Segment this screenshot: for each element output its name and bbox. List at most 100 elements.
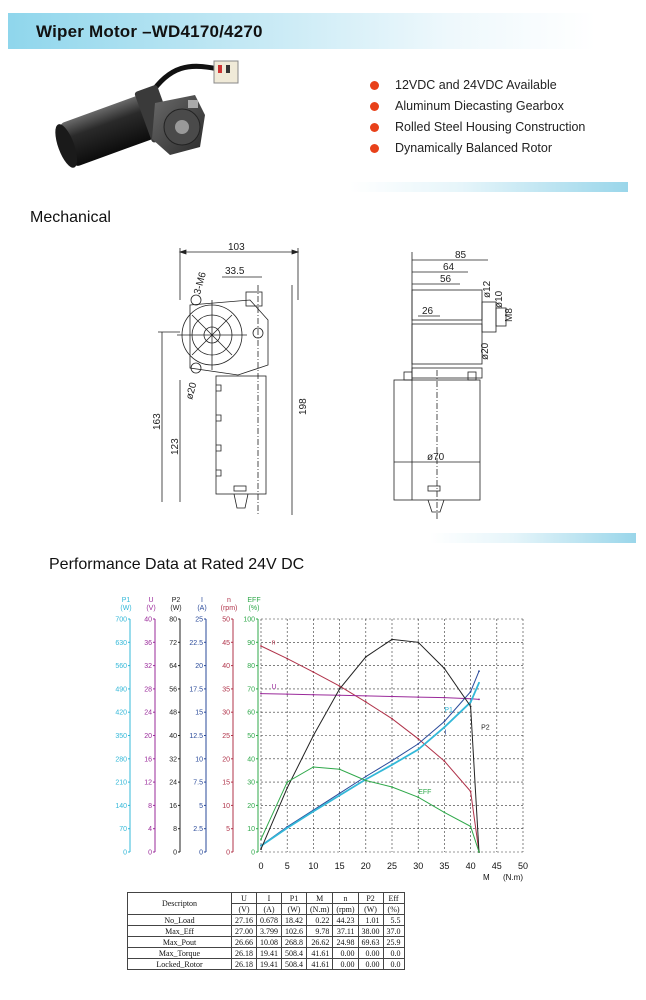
- y-tick-label: 0: [148, 850, 152, 857]
- y-tick-label: 2.5: [193, 826, 203, 833]
- x-tick-label: 5: [285, 861, 290, 871]
- performance-chart: P1(W)700630560490420350280210140700U(V)4…: [115, 597, 528, 882]
- column-header: U: [231, 892, 257, 904]
- feature-list: 12VDC and 24VDC Available Aluminum Dieca…: [370, 78, 585, 162]
- curve-label: U: [272, 684, 277, 691]
- data-point: [312, 734, 315, 737]
- y-tick-label: 15: [222, 780, 230, 787]
- column-header: Descripton: [127, 892, 232, 915]
- row-label: Max_Torque: [127, 947, 232, 959]
- data-point: [478, 670, 480, 673]
- y-tick-label: 24: [144, 710, 152, 717]
- bullet-icon: [370, 81, 379, 90]
- table-cell: 0.00: [332, 947, 359, 959]
- data-point: [478, 851, 480, 853]
- table-cell: 0.0: [382, 958, 405, 970]
- x-tick-label: 45: [492, 861, 502, 871]
- data-point: [260, 645, 262, 647]
- table-cell: 27.00: [231, 925, 257, 937]
- row-label: Locked_Rotor: [127, 958, 232, 970]
- front-view: 103 33.5 3-M6 ø20 163 123 198: [152, 242, 309, 515]
- y-tick-label: 40: [247, 756, 255, 763]
- curve-label: I: [444, 730, 446, 737]
- axis-name: U: [148, 597, 153, 604]
- y-tick-label: 48: [169, 710, 177, 717]
- y-tick-label: 17.5: [189, 686, 203, 693]
- data-point: [443, 667, 446, 670]
- title-banner: [8, 13, 596, 49]
- unit-cell: (rpm): [332, 903, 359, 915]
- data-point: [391, 786, 393, 788]
- y-tick-label: 64: [169, 663, 177, 670]
- dim-h2: 123: [170, 438, 181, 455]
- data-point: [443, 696, 446, 699]
- y-tick-label: 350: [115, 733, 127, 740]
- y-tick-label: 12: [144, 780, 152, 787]
- table-cell: 37.0: [382, 925, 405, 937]
- table-cell: 0.00: [332, 958, 359, 970]
- table-cell: 0.00: [357, 947, 384, 959]
- table-cell: 41.61: [305, 947, 334, 959]
- axis-name: I: [201, 597, 203, 604]
- x-tick-label: 35: [439, 861, 449, 871]
- y-tick-label: 0: [173, 850, 177, 857]
- data-point: [312, 693, 315, 696]
- table-cell: 268.8: [281, 936, 307, 948]
- page-title: Wiper Motor –WD4170/4270: [36, 22, 263, 41]
- data-point: [478, 698, 480, 701]
- series-line-i: [260, 671, 480, 846]
- table-cell: 102.6: [281, 925, 307, 937]
- x-tick-label: 0: [258, 861, 263, 871]
- y-tick-label: 36: [144, 640, 152, 647]
- table-cell: 27.16: [231, 914, 257, 926]
- table-cell: 508.4: [281, 958, 307, 970]
- mechanical-heading: Mechanical: [30, 209, 111, 226]
- data-point: [417, 743, 420, 745]
- data-point: [469, 825, 472, 828]
- unit-cell: (N.m): [305, 903, 334, 915]
- axis-name: P2: [172, 597, 181, 604]
- series-line-p2: [260, 638, 480, 853]
- feature-item: Dynamically Balanced Rotor: [370, 141, 585, 162]
- column-header: n: [332, 892, 359, 904]
- x-tick-label: 40: [466, 861, 476, 871]
- x-tick-label: 20: [361, 861, 371, 871]
- y-tick-label: 80: [247, 663, 255, 670]
- data-point: [260, 692, 262, 695]
- table-cell: 0.22: [305, 914, 334, 926]
- data-point: [478, 681, 480, 684]
- y-tick-label: 20: [195, 663, 203, 670]
- data-point: [260, 838, 262, 841]
- y-tick-label: 4: [148, 826, 152, 833]
- mechanical-drawing: 103 33.5 3-M6 ø20 163 123 198 85 64 56 2…: [152, 242, 515, 520]
- y-tick-label: 16: [144, 756, 152, 763]
- data-point: [338, 768, 341, 771]
- y-tick-label: 70: [247, 686, 255, 693]
- data-point: [338, 792, 341, 795]
- y-tick-label: 32: [144, 663, 152, 670]
- y-tick-label: 40: [222, 663, 230, 670]
- x-tick-label: 15: [335, 861, 345, 871]
- table-row: Max_Torque 26.18 19.41 508.4 41.61 0.00 …: [127, 947, 405, 959]
- table-cell: 26.66: [231, 936, 257, 948]
- feature-item: Rolled Steel Housing Construction: [370, 120, 585, 141]
- y-tick-label: 45: [222, 640, 230, 647]
- data-point: [338, 688, 341, 690]
- axis-unit: (A): [197, 605, 206, 612]
- data-point: [417, 748, 420, 751]
- table-cell: 5.5: [382, 914, 405, 926]
- y-tick-label: 32: [169, 756, 177, 763]
- table-cell: 19.41: [256, 947, 282, 959]
- y-tick-label: 15: [195, 710, 203, 717]
- y-tick-label: 56: [169, 686, 177, 693]
- table-cell: 10.08: [256, 936, 282, 948]
- axis-unit: (W): [170, 605, 181, 612]
- data-point: [338, 685, 341, 687]
- column-header: Eff: [382, 892, 405, 904]
- axis-unit: (W): [120, 605, 131, 612]
- table-cell: 18.42: [281, 914, 307, 926]
- dim-26: 26: [422, 306, 434, 317]
- unit-cell: (A): [256, 903, 282, 915]
